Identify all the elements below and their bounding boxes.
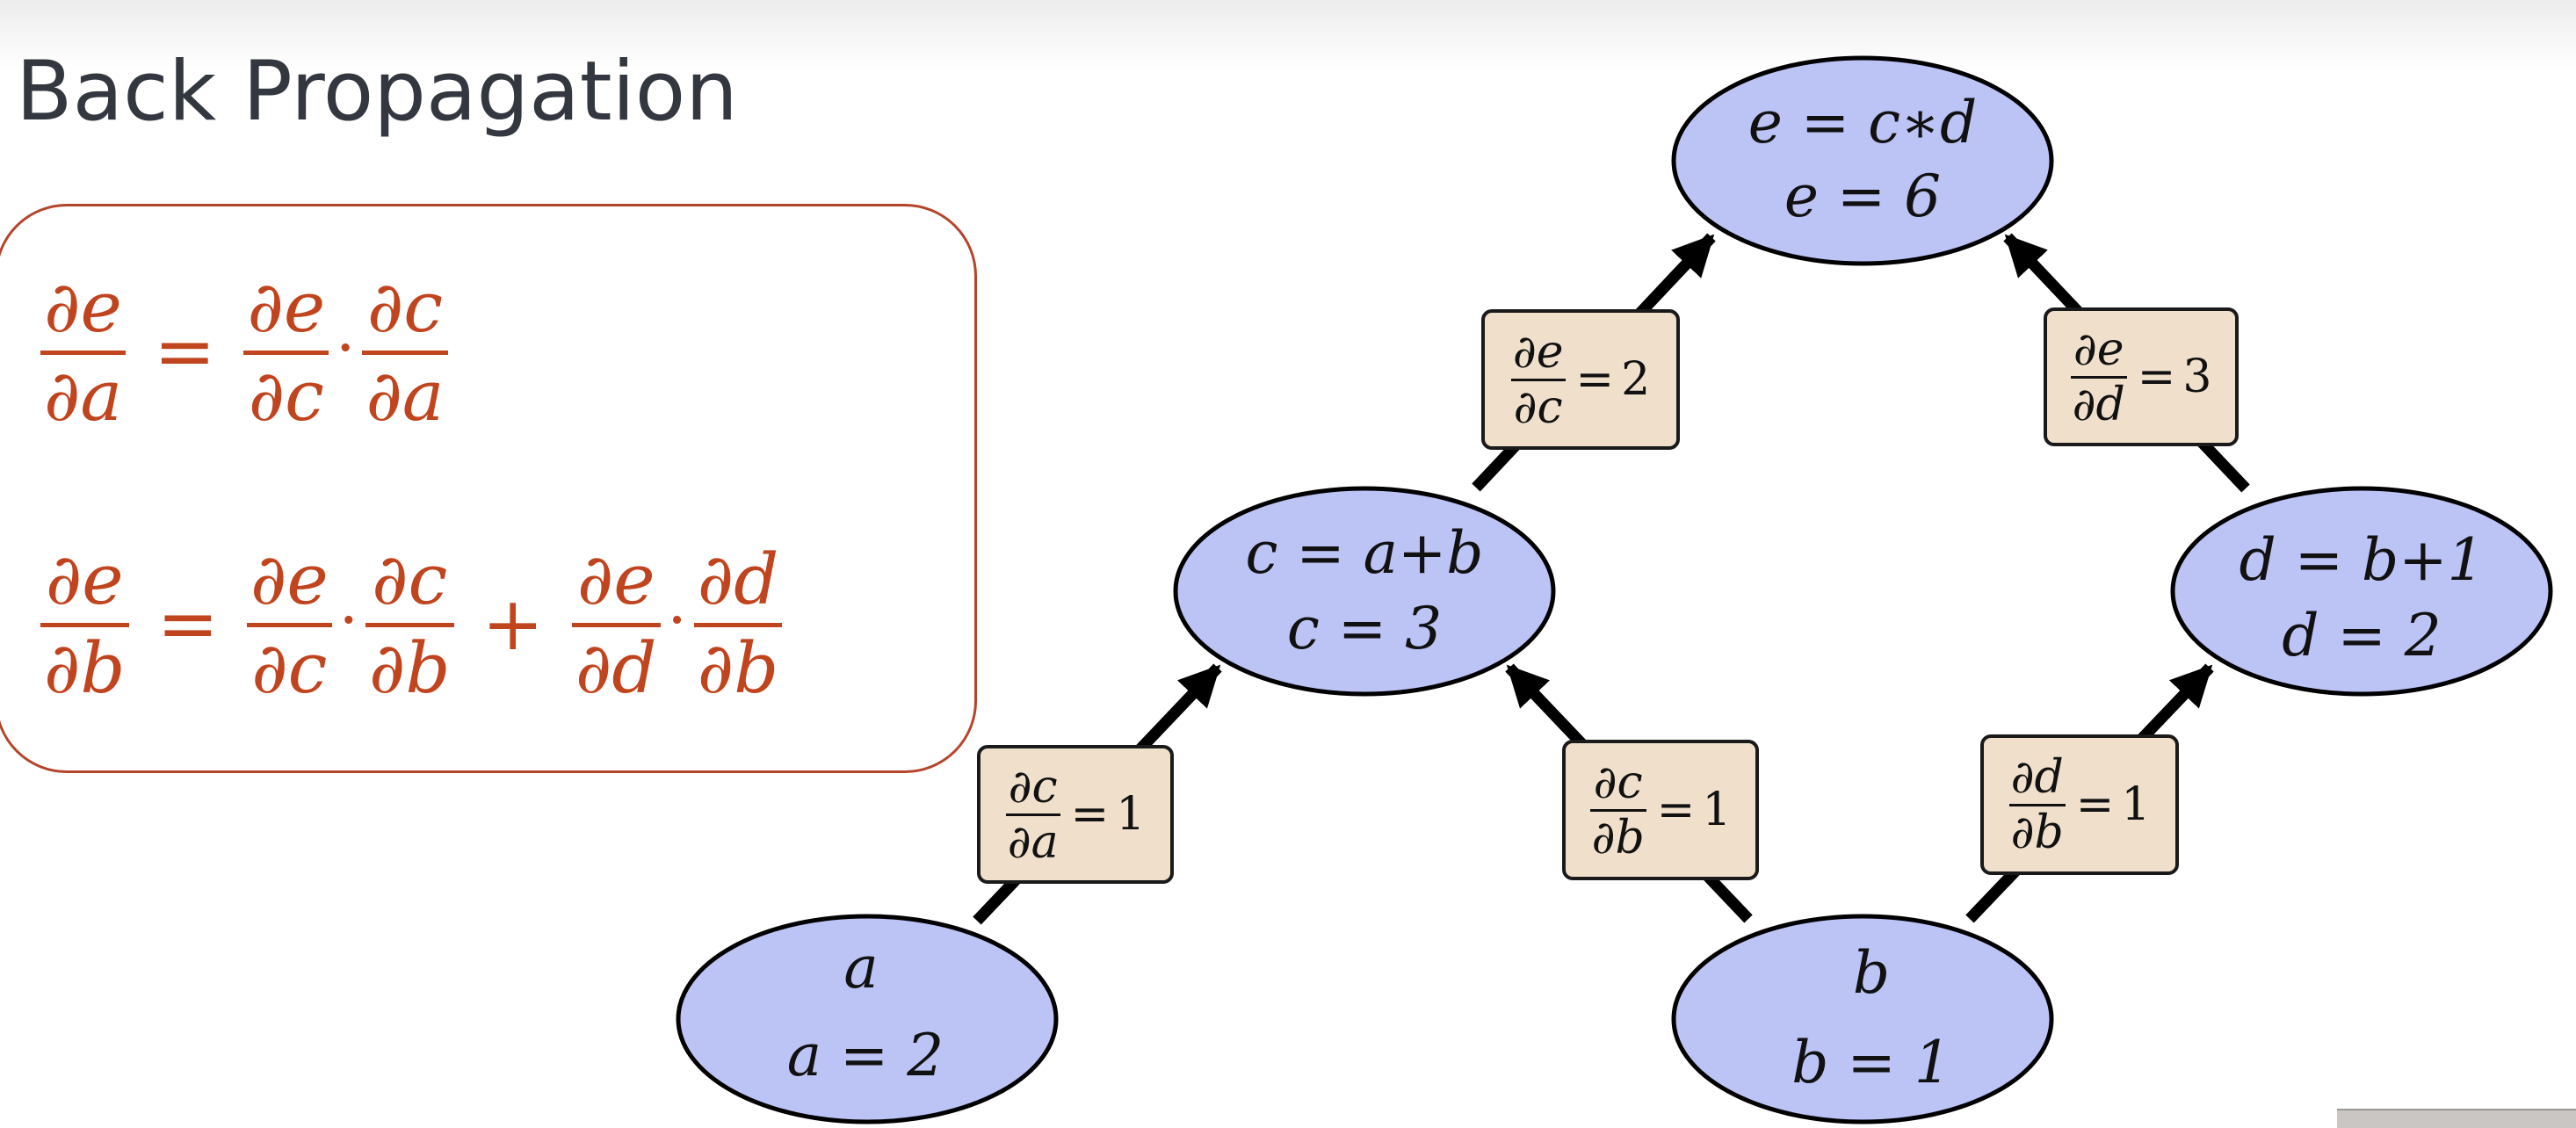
denominator: ∂d	[575, 626, 657, 709]
fraction-bar	[243, 350, 329, 355]
fraction-bar	[2070, 375, 2127, 379]
equals-sign: =	[154, 308, 216, 394]
node-e-formula: e = c∗d	[1748, 89, 1977, 156]
fraction-bar	[1005, 813, 1060, 816]
fraction-dc-da: ∂c ∂a	[362, 265, 448, 437]
edge-label-dd-db: ∂d ∂b = 1	[1980, 734, 2179, 875]
edge-fraction: ∂e ∂d	[2070, 322, 2127, 431]
denominator: ∂a	[44, 354, 123, 437]
multiply-dot: ·	[667, 584, 687, 656]
numerator: ∂e	[2073, 322, 2124, 376]
denominator: ∂a	[1007, 815, 1059, 869]
equals-sign: =	[156, 581, 219, 667]
chain-rule-equation-b: ∂e ∂b = ∂e ∂c · ∂c ∂b + ∂e ∂d · ∂d ∂b	[35, 527, 787, 720]
edge-eq: =	[1575, 353, 1615, 406]
numerator: ∂e	[44, 265, 122, 348]
denominator: ∂b	[368, 626, 451, 709]
fraction-de-db: ∂e ∂b	[40, 544, 129, 704]
fraction-bar	[40, 350, 127, 355]
node-d-formula: d = b+1	[2239, 526, 2484, 594]
node-a: a a = 2	[676, 914, 1059, 1124]
numerator: ∂c	[1593, 756, 1643, 809]
fraction-bar	[1510, 378, 1566, 381]
edge-label-dc-db: ∂c ∂b = 1	[1562, 740, 1759, 880]
denominator: ∂c	[251, 626, 328, 709]
fraction-de-da: ∂e ∂a	[40, 265, 127, 437]
edge-fraction: ∂c ∂b	[1589, 756, 1646, 864]
edge-eq: =	[1070, 788, 1110, 841]
fraction-bar	[2008, 803, 2066, 806]
node-e: e = c∗d e = 6	[1671, 55, 2054, 266]
denominator: ∂c	[1513, 380, 1563, 434]
edge-fraction: ∂e ∂c	[1510, 325, 1566, 434]
numerator: ∂c	[366, 265, 444, 348]
fraction-de-dd: ∂e ∂d	[571, 538, 661, 709]
edge-value: 1	[1702, 784, 1732, 836]
fraction-de-dc: ∂e ∂c	[243, 271, 329, 431]
denominator: ∂d	[2072, 378, 2125, 431]
fraction-bar	[40, 622, 129, 627]
chain-rule-equation-a: ∂e ∂a = ∂e ∂c · ∂c ∂a	[35, 255, 453, 448]
plus-sign: +	[481, 581, 544, 667]
denominator: ∂b	[1591, 811, 1645, 864]
edge-eq: =	[2137, 351, 2176, 403]
node-a-value: a = 2	[787, 1022, 944, 1089]
numerator: ∂e	[250, 538, 329, 620]
fraction-bar	[693, 622, 783, 627]
denominator: ∂a	[365, 354, 445, 437]
node-e-value: e = 6	[1784, 163, 1941, 230]
fraction-bar	[571, 622, 661, 627]
numerator: ∂c	[372, 538, 448, 620]
edge-label-de-dc: ∂e ∂c = 2	[1481, 309, 1680, 450]
multiply-dot: ·	[338, 584, 358, 656]
fraction-bar	[362, 350, 448, 355]
edge-fraction: ∂c ∂a	[1005, 760, 1060, 869]
fraction-bar	[365, 622, 454, 627]
presenter-video-thumbnail	[2337, 1109, 2576, 1128]
numerator: ∂d	[697, 538, 779, 620]
fraction-de-dc: ∂e ∂c	[246, 538, 332, 709]
edge-fraction: ∂d ∂b	[2008, 750, 2066, 859]
edge-eq: =	[2075, 778, 2115, 831]
edge-eq: =	[1656, 784, 1696, 836]
node-d: d = b+1 d = 2	[2170, 486, 2553, 697]
edge-value: 2	[1621, 353, 1651, 406]
node-b-value: b = 1	[1791, 1029, 1951, 1096]
denominator: ∂c	[248, 354, 324, 437]
edge-label-de-dd: ∂e ∂d = 3	[2044, 307, 2239, 446]
slide-title: Back Propagation	[16, 44, 738, 140]
edge-value: 1	[2121, 778, 2151, 831]
fraction-bar	[246, 622, 332, 627]
numerator: ∂e	[1512, 325, 1564, 379]
node-c-value: c = 3	[1287, 595, 1442, 662]
denominator: ∂b	[2010, 806, 2064, 859]
multiply-dot: ·	[336, 312, 356, 384]
fraction-dc-db: ∂c ∂b	[365, 544, 454, 704]
node-b-name: b	[1853, 939, 1890, 1007]
edge-value: 1	[1116, 788, 1146, 841]
numerator: ∂c	[1008, 760, 1058, 813]
denominator: ∂b	[44, 626, 126, 709]
edge-value: 3	[2182, 351, 2212, 403]
fraction-bar	[1589, 808, 1646, 812]
fraction-dd-db: ∂d ∂b	[693, 538, 783, 709]
edge-label-dc-da: ∂c ∂a = 1	[977, 745, 1174, 884]
numerator: ∂e	[45, 538, 124, 620]
node-c-formula: c = a+b	[1245, 519, 1483, 587]
top-band	[0, 0, 2576, 70]
denominator: ∂b	[697, 626, 779, 709]
node-d-value: d = 2	[2282, 602, 2442, 669]
node-a-name: a	[843, 934, 878, 1001]
node-b: b b = 1	[1671, 914, 2054, 1124]
numerator: ∂e	[247, 265, 326, 348]
numerator: ∂d	[2010, 750, 2064, 804]
numerator: ∂e	[576, 538, 655, 620]
formula-box	[0, 204, 977, 773]
node-c: c = a+b c = 3	[1173, 486, 1556, 697]
